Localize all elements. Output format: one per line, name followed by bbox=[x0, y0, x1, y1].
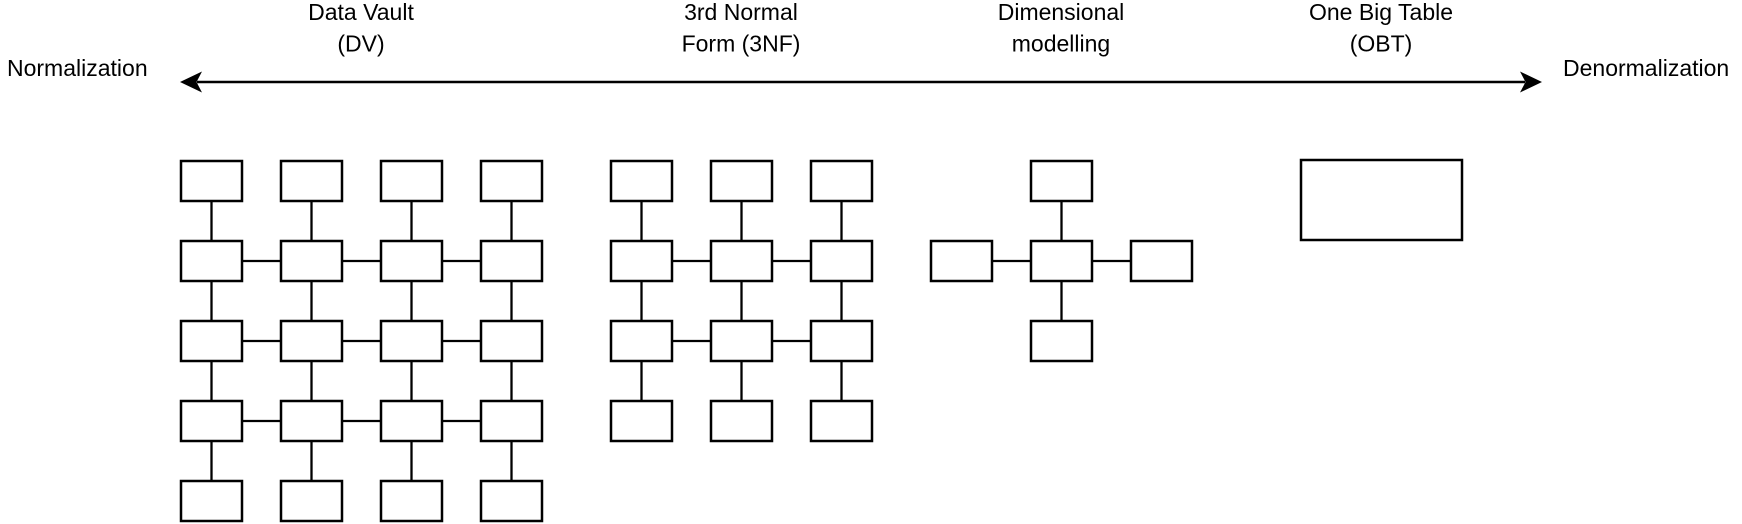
table-box bbox=[609, 319, 674, 363]
table-box bbox=[1299, 158, 1464, 242]
table-box bbox=[1029, 159, 1094, 203]
table-box bbox=[279, 239, 344, 283]
table-box bbox=[709, 159, 774, 203]
label-3nf-line2: Form (3NF) bbox=[682, 31, 801, 57]
table-box bbox=[279, 399, 344, 443]
arrowhead-right-icon bbox=[1520, 71, 1542, 93]
label-obt-line2: (OBT) bbox=[1350, 31, 1413, 57]
table-box bbox=[609, 399, 674, 443]
label-dimensional-line1: Dimensional bbox=[998, 0, 1125, 25]
table-box bbox=[279, 159, 344, 203]
table-box bbox=[479, 399, 544, 443]
label-data-vault-line2: (DV) bbox=[337, 31, 384, 57]
table-box bbox=[1029, 319, 1094, 363]
table-box bbox=[279, 479, 344, 523]
table-box bbox=[929, 239, 994, 283]
label-dimensional-line2: modelling bbox=[1012, 31, 1110, 57]
dimensional-modelling-schema bbox=[929, 159, 1194, 363]
table-box bbox=[379, 239, 444, 283]
data-vault-schema bbox=[179, 159, 544, 523]
table-box bbox=[1129, 239, 1194, 283]
table-box bbox=[809, 239, 874, 283]
table-box bbox=[179, 159, 244, 203]
schema-diagrams bbox=[179, 158, 1464, 523]
table-box bbox=[479, 239, 544, 283]
one-big-table-schema bbox=[1299, 158, 1464, 242]
table-box bbox=[379, 399, 444, 443]
table-box bbox=[609, 239, 674, 283]
arrowhead-left-icon bbox=[180, 71, 202, 93]
label-3nf-line1: 3rd Normal bbox=[684, 0, 798, 25]
table-box bbox=[1029, 239, 1094, 283]
spectrum-arrow bbox=[180, 71, 1542, 93]
table-box bbox=[179, 239, 244, 283]
table-box bbox=[179, 479, 244, 523]
table-box bbox=[179, 319, 244, 363]
table-box bbox=[709, 239, 774, 283]
table-box bbox=[609, 159, 674, 203]
label-denormalization: Denormalization bbox=[1563, 55, 1729, 81]
table-box bbox=[809, 159, 874, 203]
table-box bbox=[379, 319, 444, 363]
table-box bbox=[179, 399, 244, 443]
label-obt-line1: One Big Table bbox=[1309, 0, 1453, 25]
table-box bbox=[479, 159, 544, 203]
table-box bbox=[279, 319, 344, 363]
table-box bbox=[709, 319, 774, 363]
table-box bbox=[709, 399, 774, 443]
table-box bbox=[479, 479, 544, 523]
table-box bbox=[809, 319, 874, 363]
label-data-vault-line1: Data Vault bbox=[308, 0, 414, 25]
table-box bbox=[809, 399, 874, 443]
table-box bbox=[479, 319, 544, 363]
table-box bbox=[379, 159, 444, 203]
label-normalization: Normalization bbox=[7, 55, 148, 81]
table-box bbox=[379, 479, 444, 523]
third-normal-form-schema bbox=[609, 159, 874, 443]
